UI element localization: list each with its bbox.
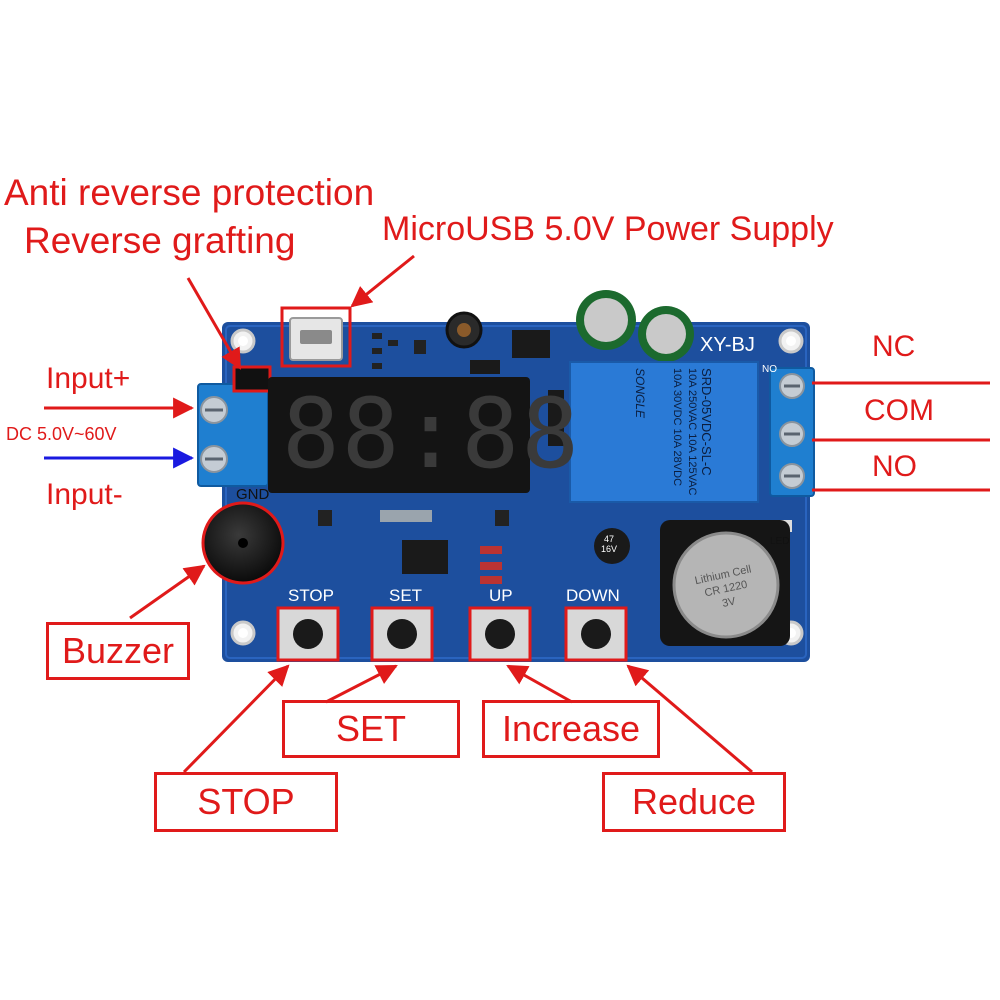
callout-com: COM xyxy=(864,394,934,427)
coin-cell-battery xyxy=(660,520,790,646)
smd-components xyxy=(318,330,792,584)
anti-reverse-diode xyxy=(232,365,272,393)
callout-no: NO xyxy=(872,450,917,483)
display-digits: 88:88 xyxy=(282,378,581,490)
callout-increase: Increase xyxy=(482,700,660,758)
cap-label: 47 16V xyxy=(601,534,617,554)
capacitors xyxy=(576,290,694,564)
btn-label-stop: STOP xyxy=(288,586,334,605)
output-terminal-block xyxy=(769,367,815,497)
cap-value: 47 xyxy=(604,534,615,544)
relay-text: SRD-05VDC-SL-C 10A 250VAC 10A 125VAC 10A… xyxy=(586,368,714,496)
callout-reduce: Reduce xyxy=(602,772,786,832)
leader-arrows xyxy=(44,254,990,774)
callout-stop: STOP xyxy=(154,772,338,832)
board-model: XY-BJ xyxy=(700,334,755,356)
gnd-label: GND xyxy=(236,486,270,503)
btn-label-up: UP xyxy=(489,586,513,605)
buzzer xyxy=(201,501,285,585)
relay-rating-2: 10A 30VDC 10A 28VDC xyxy=(671,368,683,487)
callout-input-minus: Input- xyxy=(46,478,123,511)
microusb-port xyxy=(280,306,352,368)
callout-buzzer: Buzzer xyxy=(46,622,190,680)
btn-label-down: DOWN xyxy=(566,586,620,605)
relay xyxy=(569,361,759,503)
relay-model: SRD-05VDC-SL-C xyxy=(699,368,714,476)
callout-microusb: MicroUSB 5.0V Power Supply xyxy=(382,210,834,248)
callout-nc: NC xyxy=(872,330,916,363)
callout-reverse-grafting: Reverse grafting xyxy=(24,220,296,261)
seven-segment-display xyxy=(268,377,530,493)
relay-brand: SONGLE xyxy=(633,368,647,419)
btn-label-set: SET xyxy=(389,586,423,605)
relay-rating-1: 10A 250VAC 10A 125VAC xyxy=(686,368,698,496)
led-label: LED xyxy=(770,536,790,547)
callout-dc-range: DC 5.0V~60V xyxy=(6,424,117,444)
cap-voltage: 16V xyxy=(601,544,618,554)
no-terminal-label: NO xyxy=(762,364,777,375)
input-terminal-block xyxy=(197,383,269,487)
push-buttons xyxy=(276,606,628,662)
callout-set: SET xyxy=(282,700,460,758)
callout-input-plus: Input+ xyxy=(46,362,131,395)
callout-anti-reverse: Anti reverse protection xyxy=(4,172,375,213)
